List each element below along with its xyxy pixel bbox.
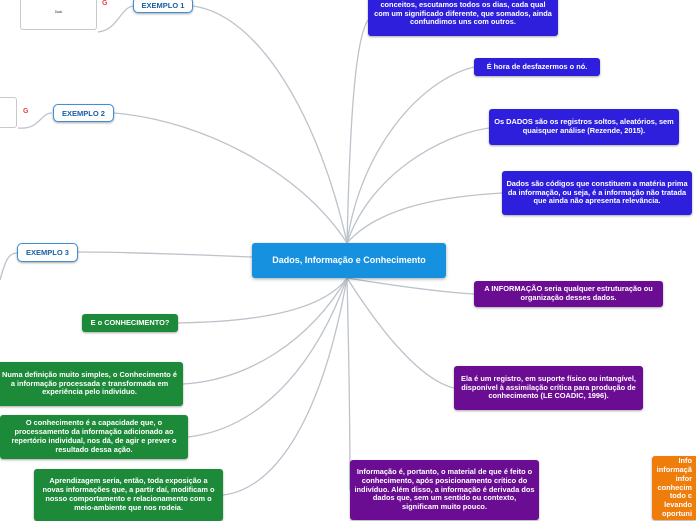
concepts-node[interactable]: conceitos, escutamos todos os dias, cada… [368, 0, 558, 36]
connector-line [346, 19, 369, 244]
conhecimento-definition-node[interactable]: Numa definição muito simples, o Conhecim… [0, 362, 183, 406]
example-2-thumbnail[interactable] [0, 97, 17, 128]
connector-line [346, 192, 503, 244]
conhecimento-capacity-node[interactable]: O conhecimento é a capacidade que, o pro… [0, 415, 188, 459]
connector-line [77, 251, 253, 258]
connector-line [187, 277, 348, 438]
dados-definition-node[interactable]: Os DADOS são os registros soltos, aleató… [489, 109, 679, 145]
dados-codes-node[interactable]: Dados são códigos que constituem a matér… [502, 171, 692, 215]
untie-knot-node[interactable]: É hora de desfazermos o nó. [474, 58, 600, 76]
google-icon[interactable]: G [102, 0, 108, 7]
connector-line [192, 5, 348, 244]
connector-line [222, 277, 348, 496]
aprendizagem-node[interactable]: Aprendizagem seria, então, toda exposiçã… [34, 469, 223, 521]
connector-line [346, 277, 475, 295]
connector-line [177, 277, 348, 324]
connector-line [97, 5, 134, 33]
informacao-definition-node[interactable]: A INFORMAÇÃO seria qualquer estruturação… [474, 281, 663, 307]
connector-line [346, 277, 455, 389]
connector-line [346, 127, 490, 244]
example-1-node[interactable]: EXEMPLO 1 [133, 0, 193, 13]
connector-line [182, 277, 348, 385]
example-2-node[interactable]: EXEMPLO 2 [53, 104, 114, 122]
thumbnail-caption: Dado [54, 10, 63, 14]
central-topic[interactable]: Dados, Informação e Conhecimento [252, 243, 446, 278]
informacao-material-node[interactable]: Informação é, portanto, o material de qu… [350, 460, 539, 520]
conhecimento-question-node[interactable]: E o CONHECIMENTO? [82, 314, 178, 332]
informacao-registro-node[interactable]: Ela é um registro, em suporte físico ou … [454, 366, 643, 410]
connector-line [0, 252, 18, 281]
example-3-node[interactable]: EXEMPLO 3 [17, 243, 78, 262]
connector-line [17, 112, 53, 129]
google-icon[interactable]: G [23, 108, 29, 115]
partial-orange-node[interactable]: Info informaçã infor conhecim todo c lev… [652, 456, 696, 520]
connector-line [346, 66, 475, 244]
connector-line [346, 277, 351, 491]
connector-line [113, 112, 348, 244]
example-1-thumbnail[interactable]: Dado [20, 0, 97, 30]
